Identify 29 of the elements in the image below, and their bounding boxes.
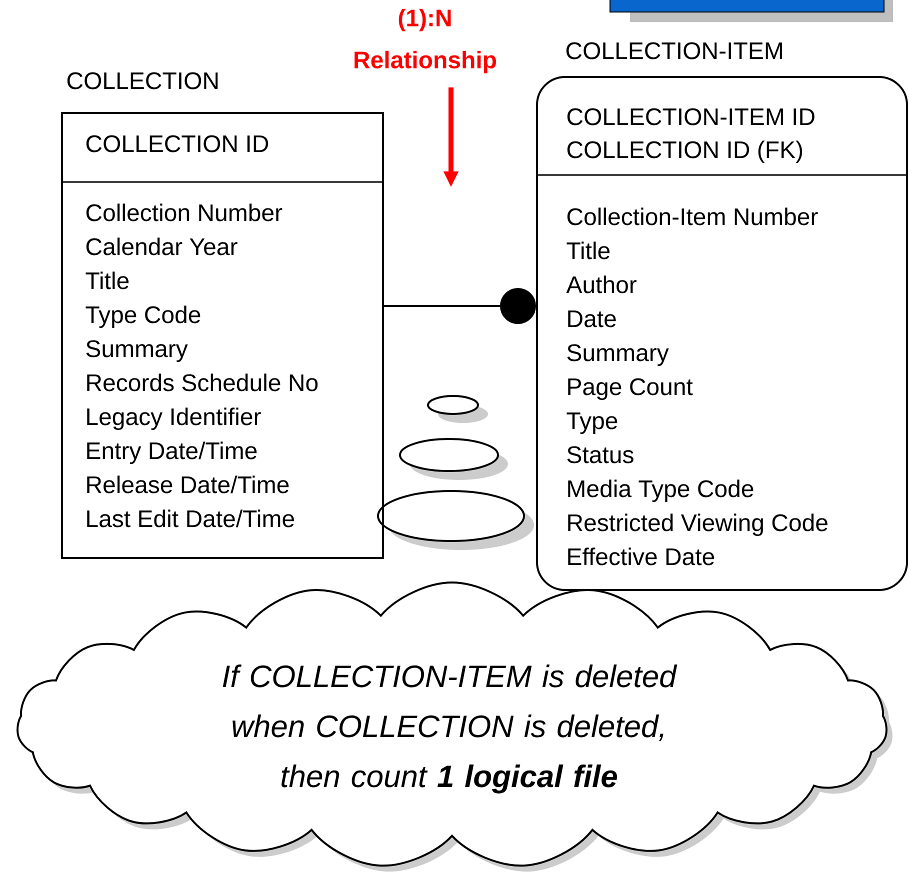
relationship-line <box>384 288 536 324</box>
attribute-field: Type <box>566 412 618 434</box>
attribute-field: Summary <box>567 344 669 366</box>
cloud-callout: If COLLECTION-ITEM is deleted when COLLECTION is deleted, then count 1 logical file <box>16 582 892 872</box>
attribute-field: Date <box>568 310 616 328</box>
key-field: COLLECTION ID (FK) <box>567 140 802 163</box>
attribute-field: Collection-Item Number <box>567 208 818 226</box>
relationship-label: (1):N Relationship <box>354 8 496 74</box>
attribute-field: Summary <box>86 340 188 362</box>
attribute-field: Status <box>567 446 634 464</box>
attribute-field: Restricted Viewing Code <box>568 514 828 536</box>
attribute-field: Media Type Code <box>568 480 754 502</box>
attribute-field: Collection Number <box>86 204 282 222</box>
key-field: COLLECTION-ITEM ID <box>567 108 814 126</box>
attribute-field: Author <box>566 276 636 294</box>
attribute-field: Calendar Year <box>86 238 238 256</box>
attribute-field: Records Schedule No <box>87 374 318 392</box>
attribute-field: Release Date/Time <box>87 476 289 494</box>
attribute-field: Effective Date <box>568 548 714 566</box>
attribute-field: Last Edit Date/Time <box>87 510 294 528</box>
attribute-field: Title <box>566 242 610 260</box>
attribute-field: Legacy Identifier <box>87 408 261 430</box>
attribute-field: Page Count <box>568 378 693 400</box>
entity-name: COLLECTION <box>67 72 218 90</box>
entity-name: COLLECTION-ITEM <box>566 42 782 60</box>
attribute-field: Type Code <box>86 306 200 328</box>
attribute-field: Entry Date/Time <box>87 442 257 464</box>
attribute-field: Title <box>86 272 129 290</box>
key-field: COLLECTION ID <box>86 135 268 152</box>
